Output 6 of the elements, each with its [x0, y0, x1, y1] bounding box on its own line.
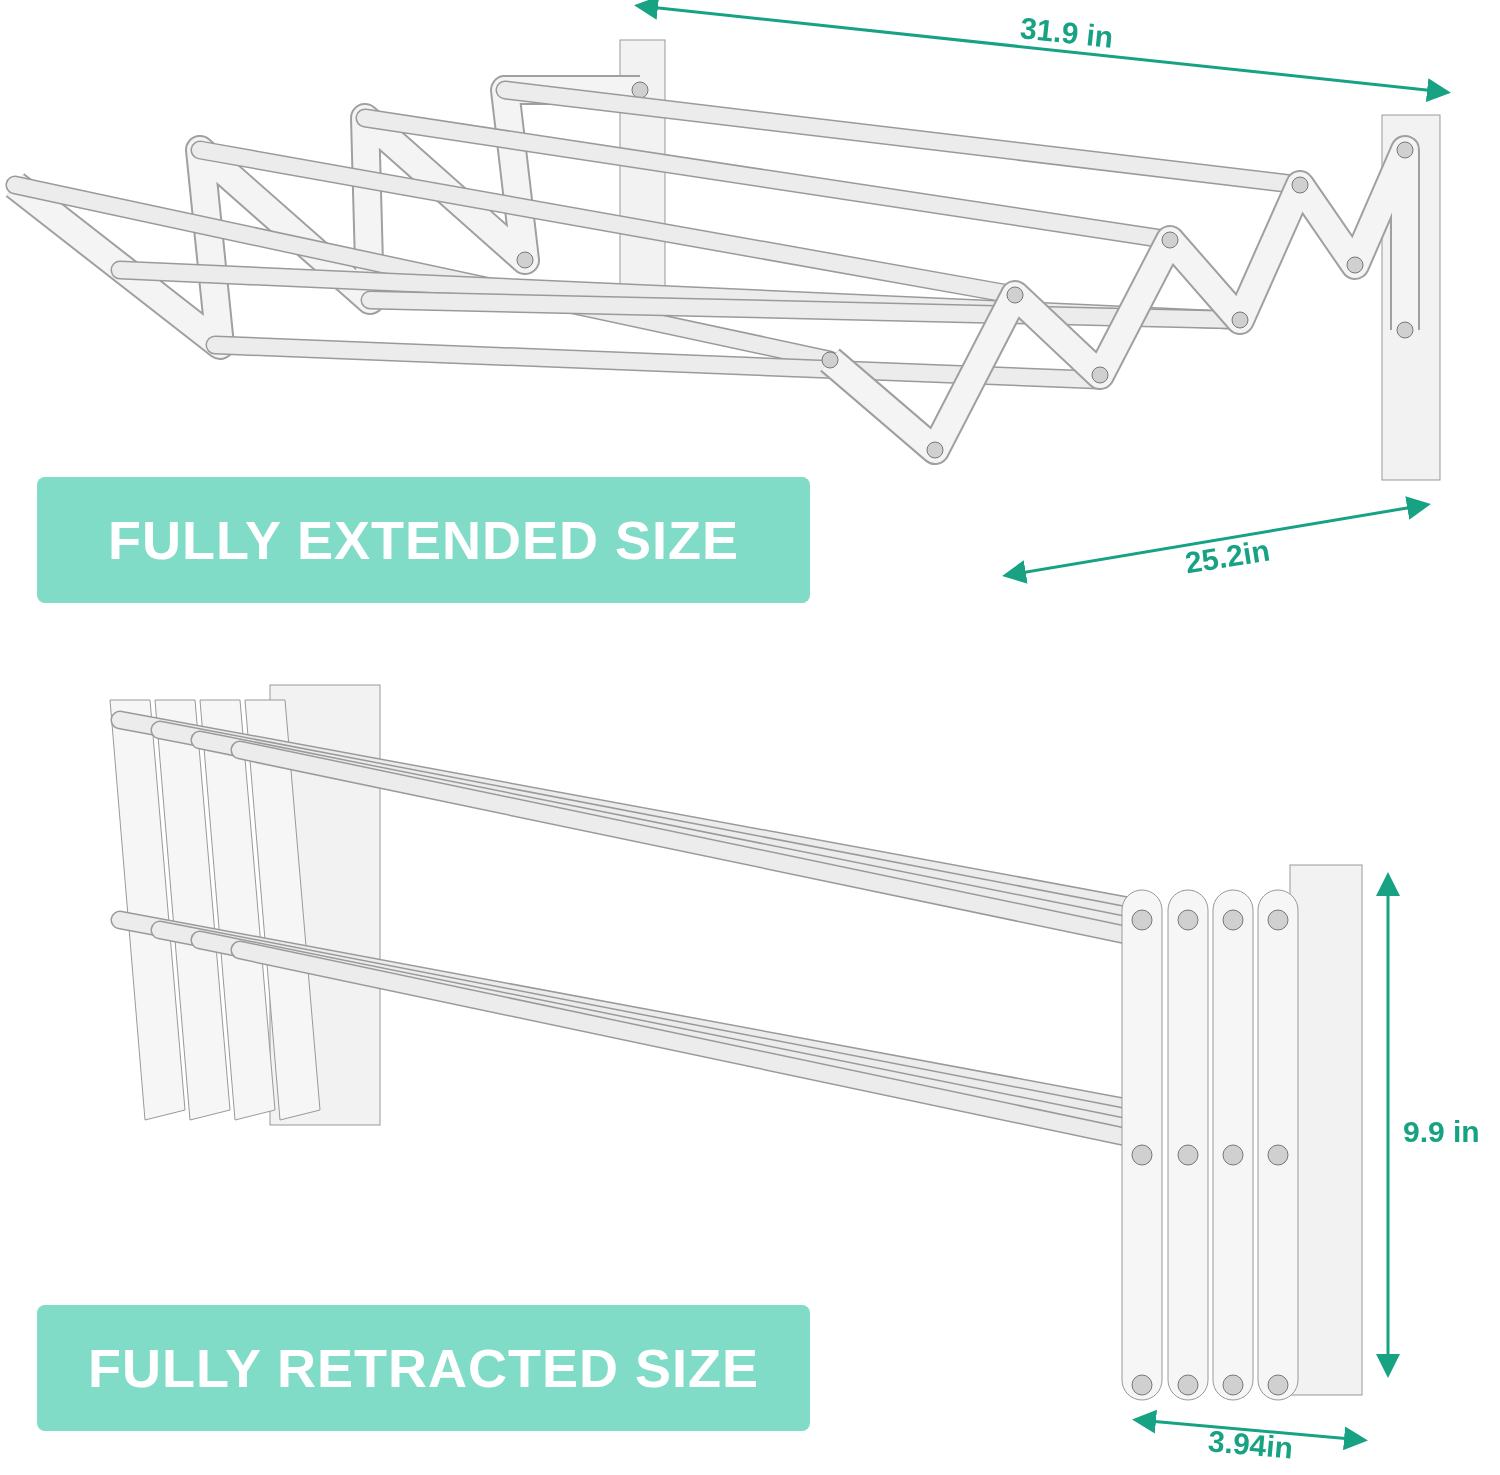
dimension-label: 25.2in [1182, 533, 1273, 581]
title-banner: FULLY RETRACTED SIZE [37, 1305, 810, 1431]
dimension-label: 3.94in [1206, 1424, 1295, 1466]
dimension-label: 9.9 in [1403, 1115, 1480, 1149]
dimension-label: 31.9 in [1018, 11, 1115, 55]
title-banner: FULLY EXTENDED SIZE [37, 477, 810, 603]
